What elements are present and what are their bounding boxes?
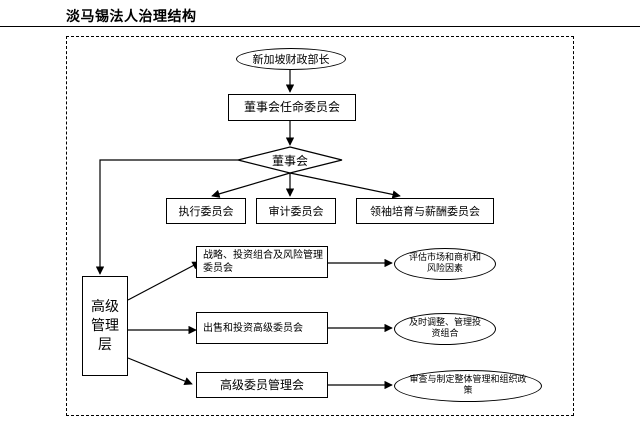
senior-mgmt-committee-box: 高级委员管理会 [196,372,328,398]
leadership-committee-box: 领袖培育与薪酬委员会 [356,198,494,224]
edge-board-leader [289,172,401,199]
divestment-committee-box: 出售和投资高级委员会 [196,312,328,344]
edge-board-senior [95,159,238,275]
evaluate-market-node: 评估市场和商机和风险因素 [394,248,496,280]
executive-committee-box: 执行委员会 [166,198,246,224]
audit-committee-box: 审计委员会 [256,198,336,224]
review-policy-node: 审查与制定整体管理和组织政策 [394,370,542,402]
diagram-frame [66,36,574,416]
edge-senior-strategy [127,261,201,301]
edge-board-exec [211,172,291,198]
edge-senior-mgmt [127,357,193,386]
timely-adjust-node: 及时调整、管理投资组合 [394,313,496,345]
board-label: 董事会 [272,154,309,168]
title-divider [0,26,640,27]
strategy-committee-box: 战略、投资组合及风险管理委员会 [196,246,328,278]
senior-management-box: 高级管理层 [82,276,128,376]
page-title: 淡马锡法人治理结构 [66,9,197,25]
minister-node: 新加坡财政部长 [236,48,346,70]
appointment-committee-box: 董事会任命委员会 [228,94,356,121]
